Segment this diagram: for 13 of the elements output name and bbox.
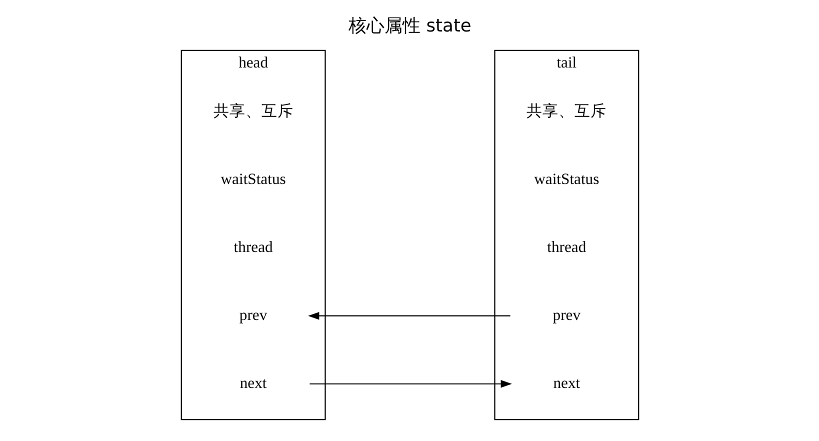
- node-text: waitStatus: [534, 170, 599, 188]
- node-text: waitStatus: [220, 170, 286, 188]
- node-text: next: [552, 375, 580, 392]
- node-text: thread: [233, 238, 272, 256]
- node-text: 共享、互斥: [212, 102, 293, 120]
- node-text: next: [239, 375, 266, 392]
- arrow: [308, 312, 510, 320]
- node-text: thread: [546, 238, 586, 256]
- node-text: 共享、互斥: [526, 102, 606, 120]
- node-text: prev: [552, 306, 580, 324]
- arrow: [309, 380, 512, 388]
- diagram-title: 核心属性 state: [348, 15, 471, 36]
- node-text: prev: [238, 306, 267, 324]
